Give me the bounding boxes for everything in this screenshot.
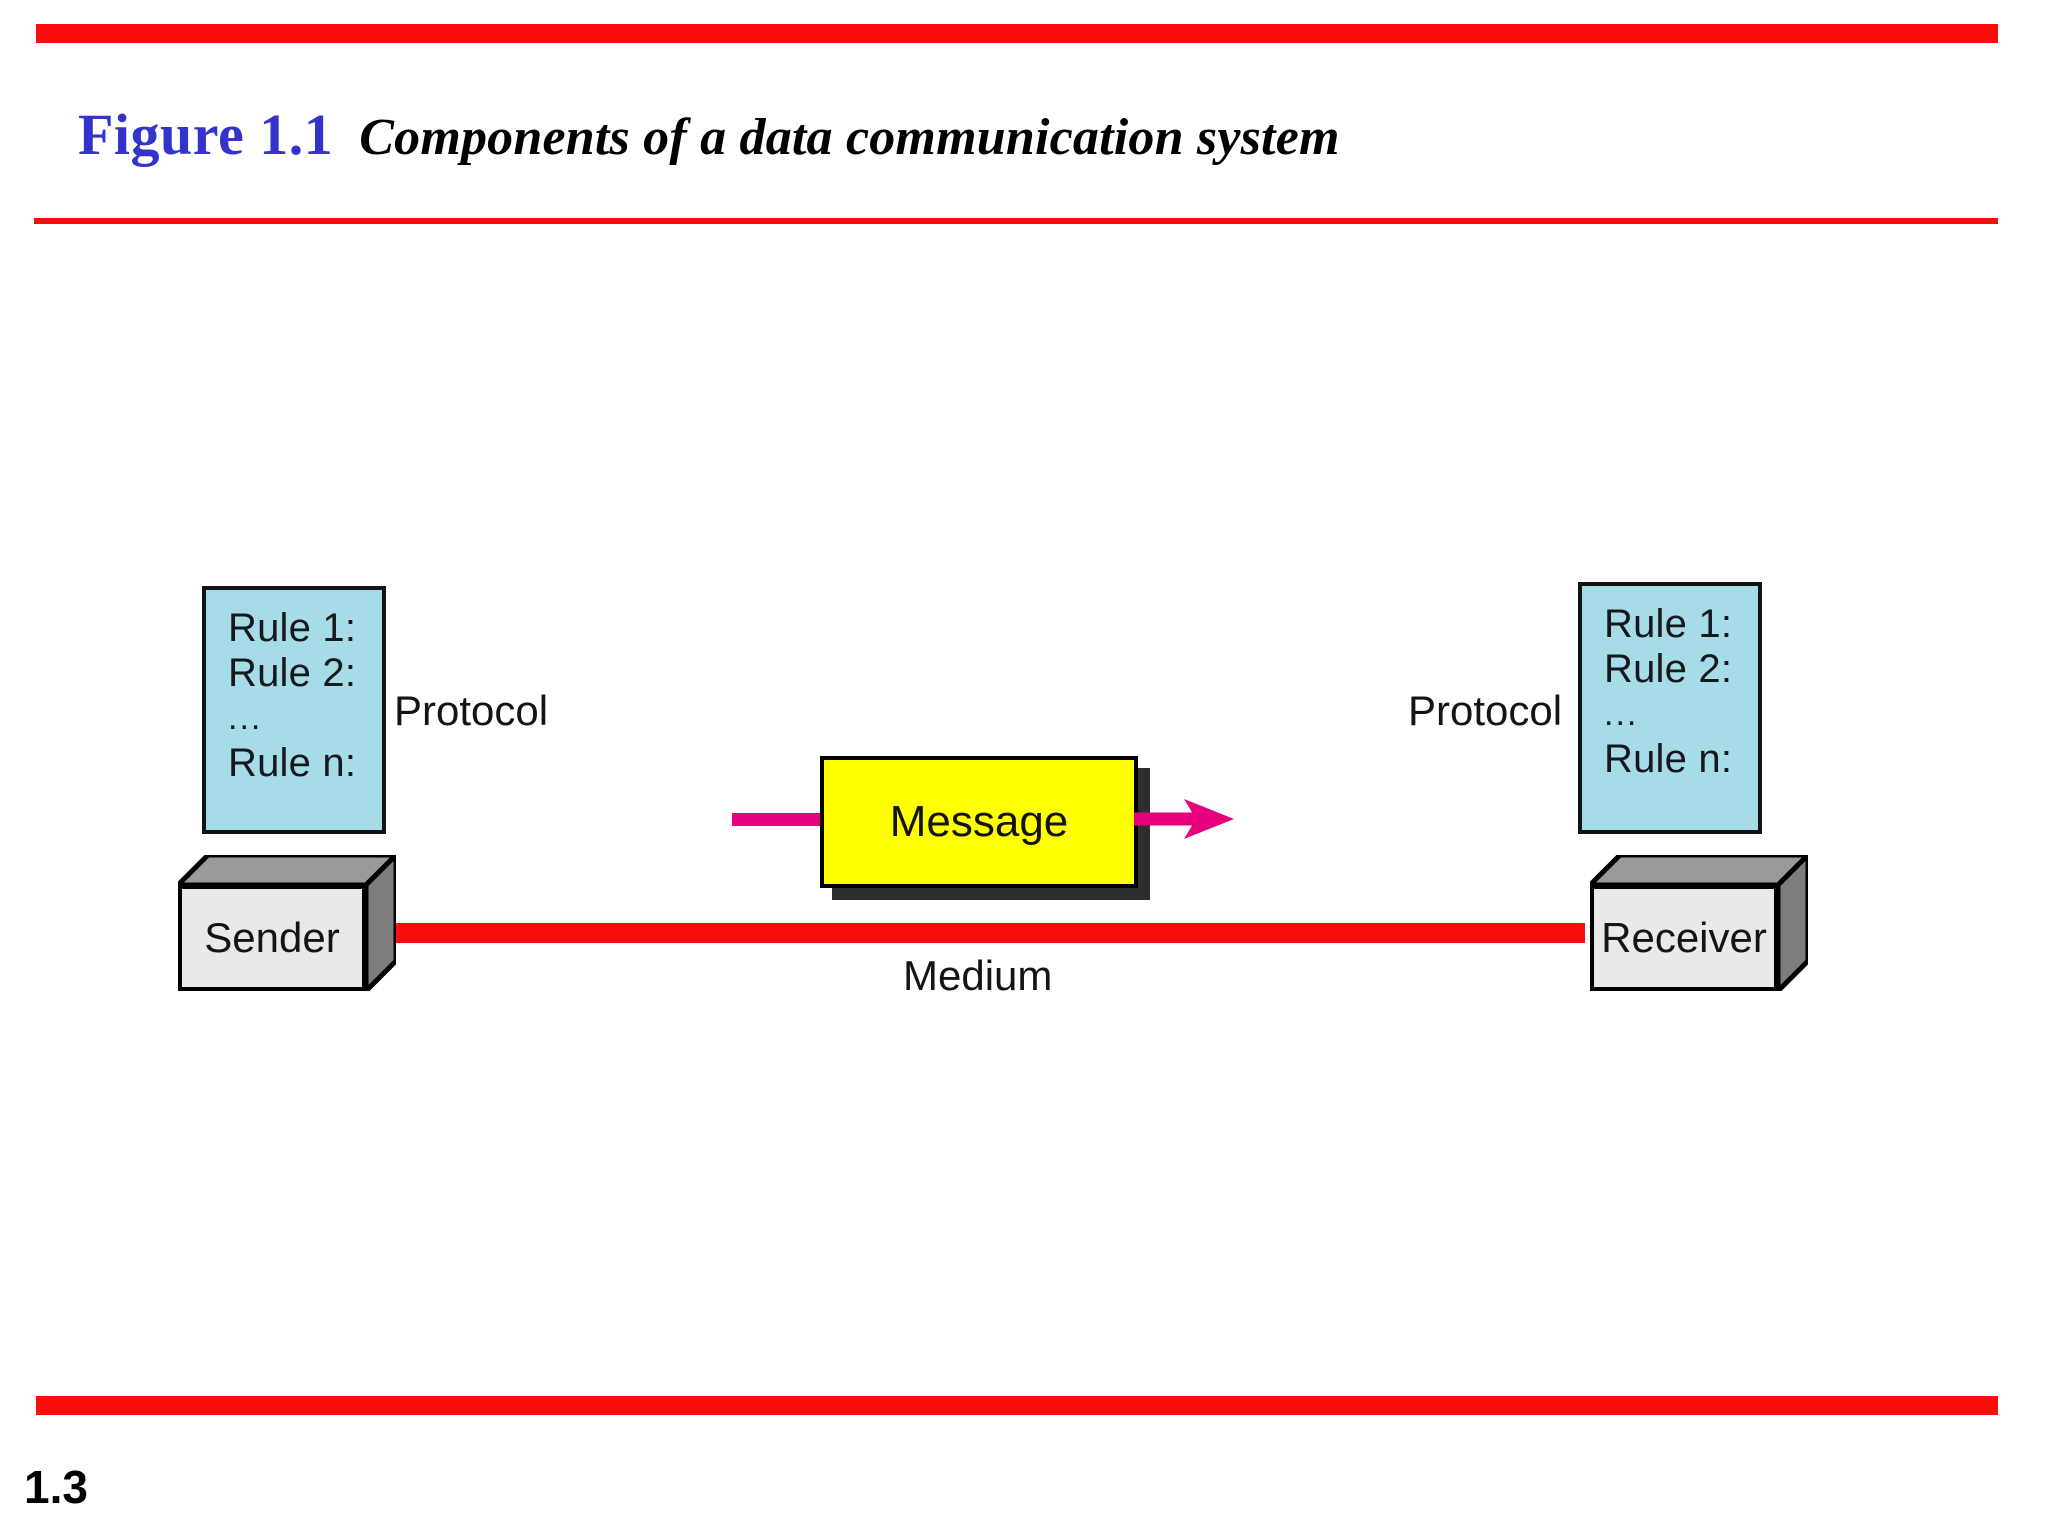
rule-line: Rule n:	[228, 741, 357, 786]
receiver-label: Receiver	[1601, 914, 1767, 961]
message-box: Message	[820, 756, 1138, 888]
protocol-rule-box-receiver: Rule 1: Rule 2: ... Rule n:	[1578, 582, 1762, 834]
message-label: Message	[889, 797, 1069, 846]
title-underline-rule	[34, 218, 1998, 224]
rule-line: Rule 1:	[228, 606, 357, 650]
sender-3d-shape	[178, 855, 396, 991]
figure-number: Figure 1.1	[78, 102, 334, 167]
sender-face: Sender	[178, 885, 366, 991]
rule-line-ellipsis: ...	[228, 698, 263, 737]
rule-line: Rule 2:	[228, 650, 357, 695]
figure-caption: Components of a data communication syste…	[359, 109, 1340, 166]
rule-line-ellipsis: ...	[1604, 694, 1639, 733]
receiver-face: Receiver	[1590, 885, 1778, 991]
medium-line	[363, 923, 1585, 943]
protocol-label-receiver: Protocol	[1408, 687, 1563, 734]
medium-label: Medium	[903, 952, 1053, 999]
sender-device: Sender	[178, 855, 396, 991]
protocol-label-sender: Protocol	[394, 687, 549, 734]
top-red-rule	[36, 24, 1998, 43]
bottom-red-rule	[36, 1396, 1998, 1415]
flow-arrow-icon	[1134, 799, 1234, 839]
page-number: 1.3	[24, 1461, 88, 1513]
receiver-device: Receiver	[1590, 855, 1808, 991]
flow-line-left	[732, 813, 824, 826]
rule-line: Rule 1:	[1604, 602, 1733, 646]
sender-label: Sender	[204, 914, 340, 961]
rule-line: Rule 2:	[1604, 646, 1733, 691]
protocol-rule-box-sender: Rule 1: Rule 2: ... Rule n:	[202, 586, 386, 834]
rule-line: Rule n:	[1604, 737, 1733, 782]
